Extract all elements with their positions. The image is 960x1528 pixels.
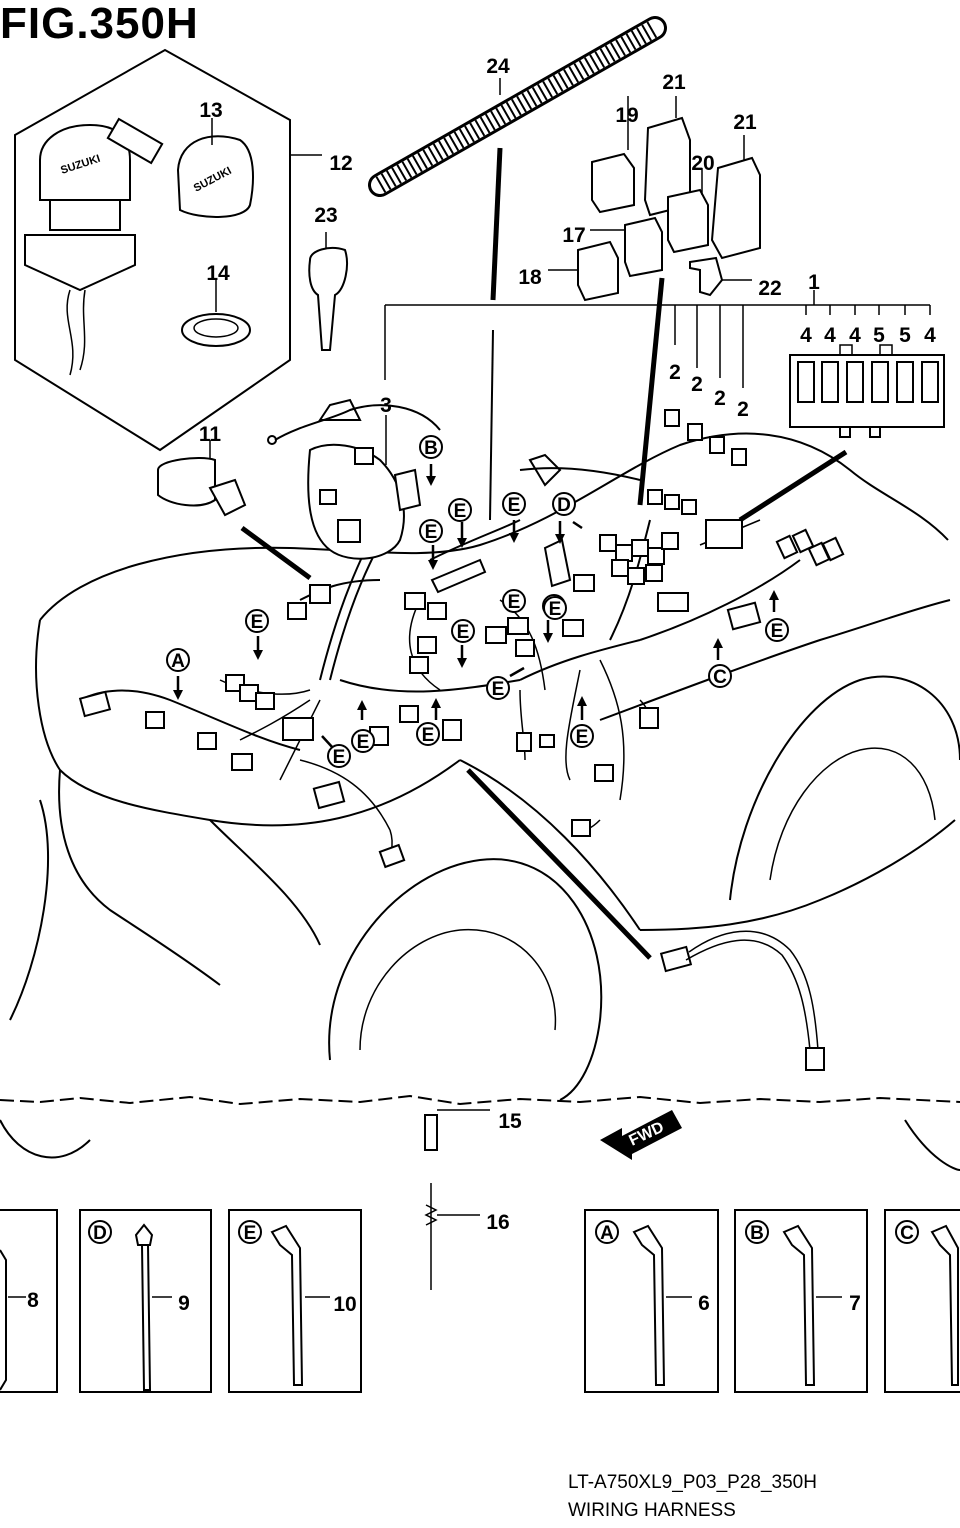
main-harness (79, 514, 801, 866)
callout-18: 18 (518, 266, 542, 289)
detail-box-marker-e: E (238, 1220, 262, 1244)
callout-14: 14 (206, 262, 230, 285)
clamp-marker-label: E (576, 727, 589, 748)
clamp-marker-label: D (557, 495, 571, 516)
clamp-marker-label: E (508, 592, 521, 613)
spring-16 (424, 1183, 480, 1290)
clamp-marker-label: B (424, 438, 438, 459)
clamp-marker-label: E (333, 747, 346, 768)
detail-box-marker-a: A (595, 1220, 619, 1244)
clamp-marker-d: D (552, 492, 576, 516)
clamp-marker-e: E (448, 498, 472, 522)
callout-23: 23 (314, 204, 337, 227)
detail-box-label: B (750, 1223, 764, 1244)
clamp-marker-e: E (245, 609, 269, 633)
clamp-marker-e: E (451, 619, 475, 643)
figure-title: FIG.350H (0, 0, 199, 48)
clamp-marker-e: E (416, 722, 440, 746)
clamp-marker-label: E (492, 679, 505, 700)
clamp-marker-e: E (486, 676, 510, 700)
callout-17: 17 (562, 224, 585, 247)
clamp-marker-e: E (765, 618, 789, 642)
callout-21: 21 (733, 111, 757, 134)
clamp-marker-label: C (713, 667, 727, 688)
clamp-marker-label: A (171, 651, 185, 672)
clamp-marker-labels: ABCDEEEEEEEEEEEEEE (166, 435, 789, 768)
callout-13: 13 (199, 99, 222, 122)
part-3-and-11 (157, 415, 572, 594)
callout-6: 6 (698, 1292, 710, 1315)
callout-24: 24 (486, 55, 510, 78)
clamp-marker-c: C (708, 664, 732, 688)
detail-box-marker-b: B (745, 1220, 769, 1244)
callout-22: 22 (758, 277, 781, 300)
clamp-marker-label: E (454, 501, 467, 522)
clamp-marker-label: E (771, 621, 784, 642)
clamp-marker-label: E (357, 732, 370, 753)
callout-2: 2 (669, 361, 681, 384)
clamp-marker-label: E (549, 599, 562, 620)
clamp-marker-e: E (419, 519, 443, 543)
callout-5: 5 (873, 324, 885, 347)
relay-group (548, 96, 761, 506)
callout-10: 10 (333, 1293, 356, 1316)
callout-2: 2 (714, 387, 726, 410)
callout-15: 15 (498, 1110, 522, 1133)
callout-4: 4 (849, 324, 861, 347)
corrugated-tube-24 (368, 16, 667, 521)
detail-box-marker-d: D (88, 1220, 112, 1244)
callout-4: 4 (924, 324, 936, 347)
clamp-marker-label: E (422, 725, 435, 746)
drawing-code: LT-A750XL9_P03_P28_350H (568, 1472, 817, 1493)
detail-box-label: A (600, 1223, 614, 1244)
callout-3: 3 (380, 394, 392, 417)
callout-9: 9 (178, 1292, 190, 1315)
torn-edge-divider (0, 1094, 960, 1106)
clamp-marker-label: E (457, 622, 470, 643)
clamp-marker-label: E (425, 522, 438, 543)
callout-12: 12 (329, 152, 352, 175)
callout-11: 11 (199, 423, 222, 446)
detail-box-label: D (93, 1223, 107, 1244)
clamp-marker-label: E (508, 495, 521, 516)
harness-connectors (78, 489, 845, 869)
callout-16: 16 (486, 1211, 509, 1234)
detail-box-label: C (900, 1223, 914, 1244)
sensor-lead (424, 768, 825, 1151)
callout-7: 7 (849, 1292, 861, 1315)
fwd-arrow: FWD (600, 1110, 682, 1160)
detail-boxes (0, 1209, 960, 1393)
callout-4: 4 (800, 324, 812, 347)
clamp-marker-e: E (502, 589, 526, 613)
marker-arrows (173, 464, 779, 749)
callout-4: 4 (824, 324, 836, 347)
clamp-marker-b: B (419, 435, 443, 459)
detail-box-marker-c: C (895, 1220, 919, 1244)
clamp-marker-e: E (570, 724, 594, 748)
callout-5: 5 (899, 324, 911, 347)
drawing-caption: WIRING HARNESS (568, 1500, 736, 1521)
callout-1: 1 (808, 271, 820, 294)
callout-19: 19 (615, 104, 638, 127)
callout-2: 2 (691, 373, 703, 396)
callout-2: 2 (737, 398, 749, 421)
callout-21: 21 (662, 71, 686, 94)
clamp-marker-label: E (251, 612, 264, 633)
key-23 (308, 232, 348, 351)
clamp-marker-e: E (327, 744, 351, 768)
atv-body-outline (0, 398, 960, 1171)
clamp-marker-a: A (166, 648, 190, 672)
callout-20: 20 (691, 152, 714, 175)
clamp-marker-e: E (502, 492, 526, 516)
ignition-switch-group (14, 48, 322, 452)
callout-8: 8 (27, 1289, 39, 1312)
detail-box-label: E (244, 1223, 257, 1244)
fuse-box-1 (384, 290, 945, 523)
clamp-marker-e: E (543, 596, 567, 620)
clamp-marker-e: E (351, 729, 375, 753)
